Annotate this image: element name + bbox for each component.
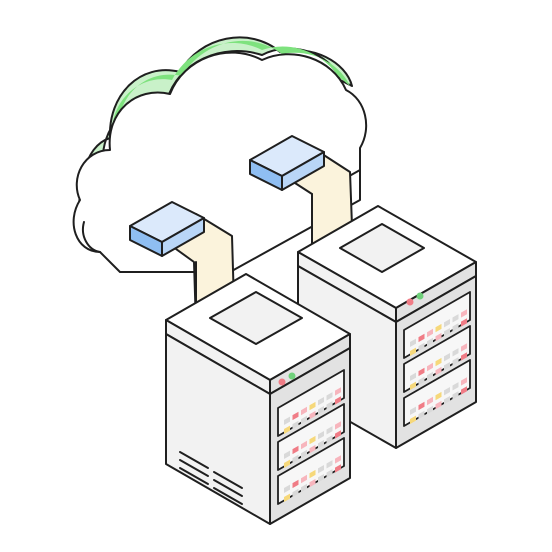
drive-slot: [427, 405, 433, 415]
drive-slot: [284, 425, 290, 434]
drive-slot: [444, 396, 450, 405]
drive-slot: [452, 314, 459, 323]
drive-slot: [318, 406, 324, 415]
drive-slot: [318, 397, 324, 406]
drive-slot: [418, 333, 425, 343]
drive-slot: [309, 478, 316, 488]
drive-slot: [452, 391, 459, 400]
drive-slot: [452, 382, 459, 391]
drive-slot: [318, 440, 324, 449]
drive-slot: [461, 352, 467, 361]
drive-slot: [309, 435, 316, 445]
drive-slot: [292, 445, 299, 455]
plug-left: [129, 201, 205, 257]
drive-slot: [461, 386, 467, 395]
drive-slot: [418, 410, 425, 420]
drive-slot: [309, 469, 316, 479]
drive-slot: [335, 396, 341, 405]
drive-slot: [444, 362, 450, 371]
drive-slot: [326, 435, 333, 444]
drive-slot: [410, 381, 416, 390]
drive-slot: [410, 347, 416, 356]
drive-slot: [292, 454, 299, 464]
drive-slot: [301, 415, 307, 425]
drive-slot: [444, 353, 450, 362]
drive-slot: [461, 309, 467, 318]
drive-slot: [284, 484, 290, 493]
drive-slot: [301, 449, 307, 459]
drive-slot: [427, 328, 433, 338]
drive-slot: [410, 415, 416, 424]
drive-slot: [326, 392, 333, 401]
plug-right: [249, 135, 325, 191]
drive-slot: [309, 401, 316, 411]
drive-slot: [418, 342, 425, 352]
drive-slot: [292, 488, 299, 498]
drive-slot: [318, 431, 324, 440]
drive-slot: [301, 406, 307, 416]
vent-icon: [179, 451, 243, 505]
drive-slot: [410, 372, 416, 381]
drive-slot: [292, 420, 299, 430]
drive-slot: [284, 416, 290, 425]
drive-slot: [326, 469, 333, 478]
drive-slot: [435, 323, 442, 333]
drive-slot: [427, 362, 433, 372]
drive-slot: [427, 396, 433, 406]
drive-slot: [309, 410, 316, 420]
drive-slot: [452, 357, 459, 366]
drive-slot: [410, 406, 416, 415]
drive-slot: [444, 319, 450, 328]
drive-slot: [418, 376, 425, 386]
drive-slot: [284, 493, 290, 502]
drive-slot: [435, 357, 442, 367]
drive-slot: [326, 460, 333, 469]
drive-slot: [418, 401, 425, 411]
drive-slot: [435, 332, 442, 342]
drive-slot: [444, 387, 450, 396]
drive-slot: [318, 465, 324, 474]
drive-slot: [427, 337, 433, 347]
drive-slot: [309, 444, 316, 454]
drive-slot: [435, 400, 442, 410]
drive-slot: [301, 474, 307, 484]
drive-slot: [435, 391, 442, 401]
drive-slot: [452, 323, 459, 332]
drive-slot: [292, 411, 299, 421]
drive-slot: [301, 440, 307, 450]
drive-slot: [461, 377, 467, 386]
drive-slot: [418, 367, 425, 377]
drive-slot: [326, 426, 333, 435]
drive-slot: [435, 366, 442, 376]
drive-slot: [444, 328, 450, 337]
drive-slot: [452, 348, 459, 357]
drive-slot: [461, 343, 467, 352]
drive-slot: [292, 479, 299, 489]
drive-slot: [461, 318, 467, 327]
drive-slot: [318, 474, 324, 483]
server-left: [165, 273, 351, 525]
drive-slot: [410, 338, 416, 347]
drive-slot: [284, 450, 290, 459]
drive-slot: [326, 401, 333, 410]
drive-slot: [335, 421, 341, 430]
drive-slot: [301, 483, 307, 493]
drive-slot: [427, 371, 433, 381]
drive-slot: [335, 387, 341, 396]
drive-slot: [335, 455, 341, 464]
drive-slot: [335, 464, 341, 473]
drive-slot: [284, 459, 290, 468]
drive-slot: [335, 430, 341, 439]
